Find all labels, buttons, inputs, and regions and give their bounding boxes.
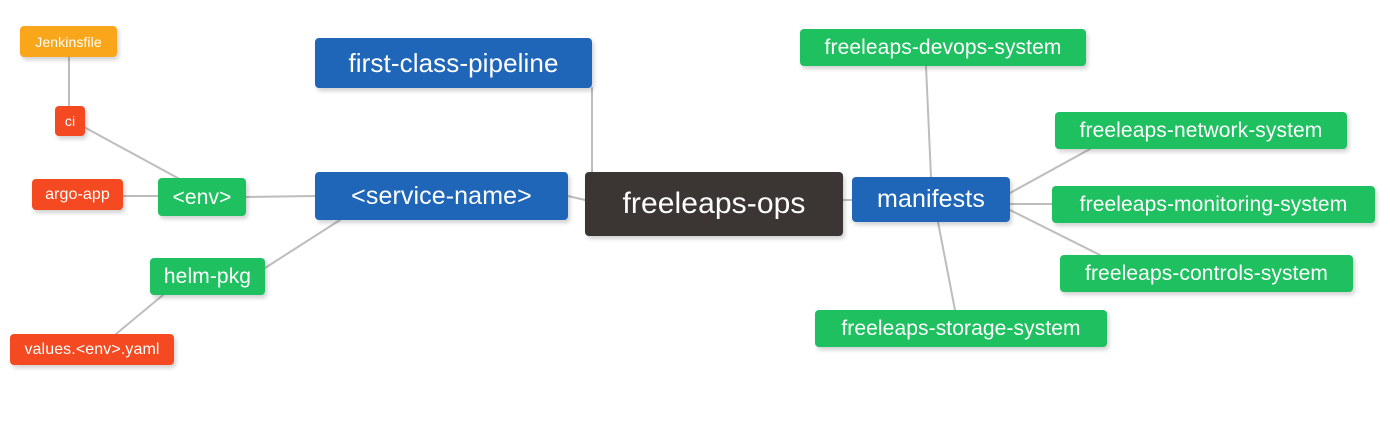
node-label-service-name: <service-name> bbox=[351, 181, 532, 210]
node-label-freeleaps-ops: freeleaps-ops bbox=[622, 187, 806, 220]
node-label-freeleaps-controls-system: freeleaps-controls-system bbox=[1085, 262, 1328, 285]
node-label-values-env-yaml: values.<env>.yaml bbox=[24, 340, 160, 358]
node-freeleaps-monitoring-system[interactable]: freeleaps-monitoring-system bbox=[1052, 186, 1375, 223]
edge-service-name-to-helm-pkg bbox=[264, 219, 341, 269]
node-values-env-yaml[interactable]: values.<env>.yaml bbox=[10, 334, 174, 365]
node-label-freeleaps-storage-system: freeleaps-storage-system bbox=[841, 317, 1081, 340]
node-label-first-class-pipeline: first-class-pipeline bbox=[348, 48, 559, 78]
node-label-env: <env> bbox=[172, 185, 232, 209]
node-label-argo-app: argo-app bbox=[45, 185, 110, 203]
node-label-freeleaps-devops-system: freeleaps-devops-system bbox=[824, 36, 1062, 59]
node-argo-app[interactable]: argo-app bbox=[32, 179, 123, 210]
node-label-jenkinsfile: Jenkinsfile bbox=[35, 33, 102, 50]
edge-helm-pkg-to-values-env-yaml bbox=[115, 294, 164, 335]
edge-manifests-to-freeleaps-storage-system bbox=[937, 221, 956, 311]
node-label-freeleaps-network-system: freeleaps-network-system bbox=[1079, 119, 1323, 142]
node-freeleaps-storage-system[interactable]: freeleaps-storage-system bbox=[815, 310, 1107, 347]
node-label-helm-pkg: helm-pkg bbox=[163, 265, 252, 288]
node-label-ci: ci bbox=[64, 113, 76, 129]
node-freeleaps-controls-system[interactable]: freeleaps-controls-system bbox=[1060, 255, 1353, 292]
edge-env-to-ci bbox=[83, 126, 186, 183]
node-first-class-pipeline[interactable]: first-class-pipeline bbox=[315, 38, 592, 88]
edge-freeleaps-ops-to-service-name bbox=[567, 195, 586, 201]
node-manifests[interactable]: manifests bbox=[852, 177, 1010, 222]
node-label-manifests: manifests bbox=[877, 185, 985, 213]
node-freeleaps-ops[interactable]: freeleaps-ops bbox=[585, 172, 843, 236]
node-ci[interactable]: ci bbox=[55, 106, 85, 136]
edge-manifests-to-freeleaps-devops-system bbox=[925, 65, 932, 178]
node-env[interactable]: <env> bbox=[158, 178, 246, 216]
node-label-freeleaps-monitoring-system: freeleaps-monitoring-system bbox=[1079, 193, 1348, 216]
node-helm-pkg[interactable]: helm-pkg bbox=[150, 258, 265, 295]
edge-service-name-to-env bbox=[245, 195, 316, 198]
node-jenkinsfile[interactable]: Jenkinsfile bbox=[20, 26, 117, 57]
node-freeleaps-network-system[interactable]: freeleaps-network-system bbox=[1055, 112, 1347, 149]
node-freeleaps-devops-system[interactable]: freeleaps-devops-system bbox=[800, 29, 1086, 66]
node-service-name[interactable]: <service-name> bbox=[315, 172, 568, 220]
